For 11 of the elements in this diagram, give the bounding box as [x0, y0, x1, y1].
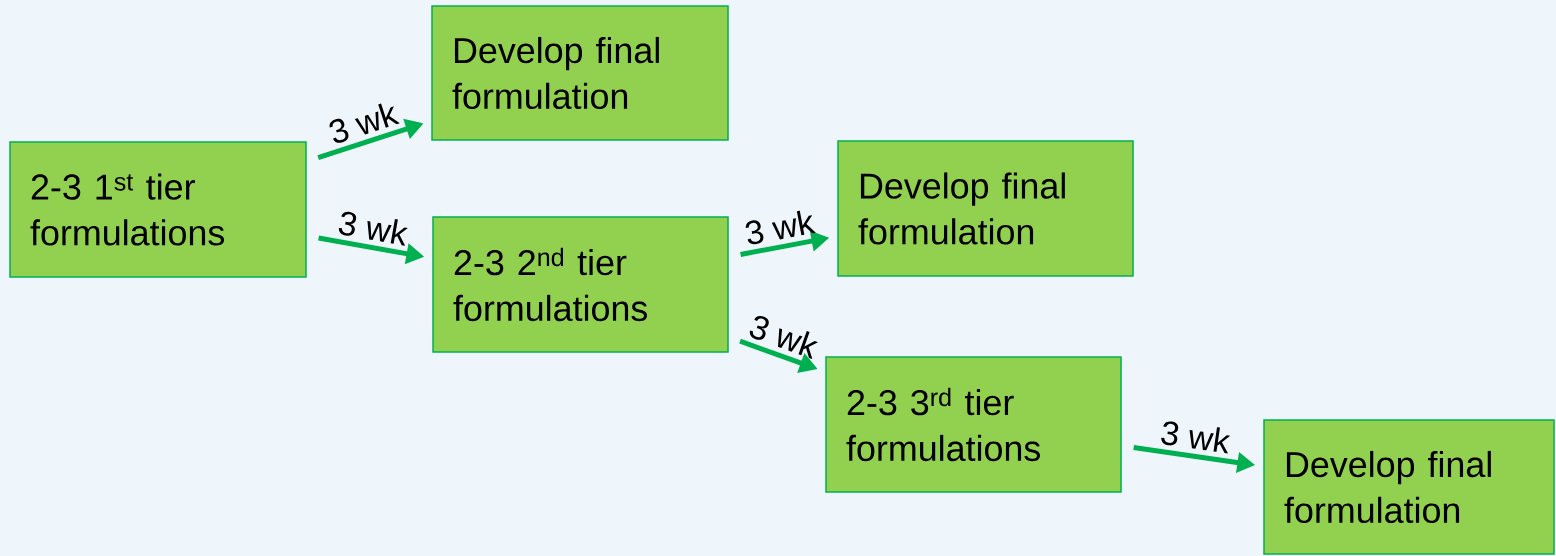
edge-label: 3 wk	[1161, 421, 1231, 454]
edge-label: 3 wk	[338, 211, 408, 246]
process-box: 2-3 1$^{st}$ tier formulations	[9, 141, 307, 278]
edge-label: 3 wk	[745, 210, 816, 245]
edge-label: 3 wk	[329, 103, 400, 143]
process-box: 2-3 3$^{rd}$ tier formulations	[825, 356, 1122, 493]
process-box: Develop final formulation	[837, 140, 1134, 277]
process-box: 2-3 2$^{nd}$ tier formulations	[432, 216, 729, 353]
edge-label: 3 wk	[749, 315, 818, 360]
process-box: Develop final formulation	[431, 5, 729, 141]
process-box: Develop final formulation	[1263, 419, 1555, 555]
